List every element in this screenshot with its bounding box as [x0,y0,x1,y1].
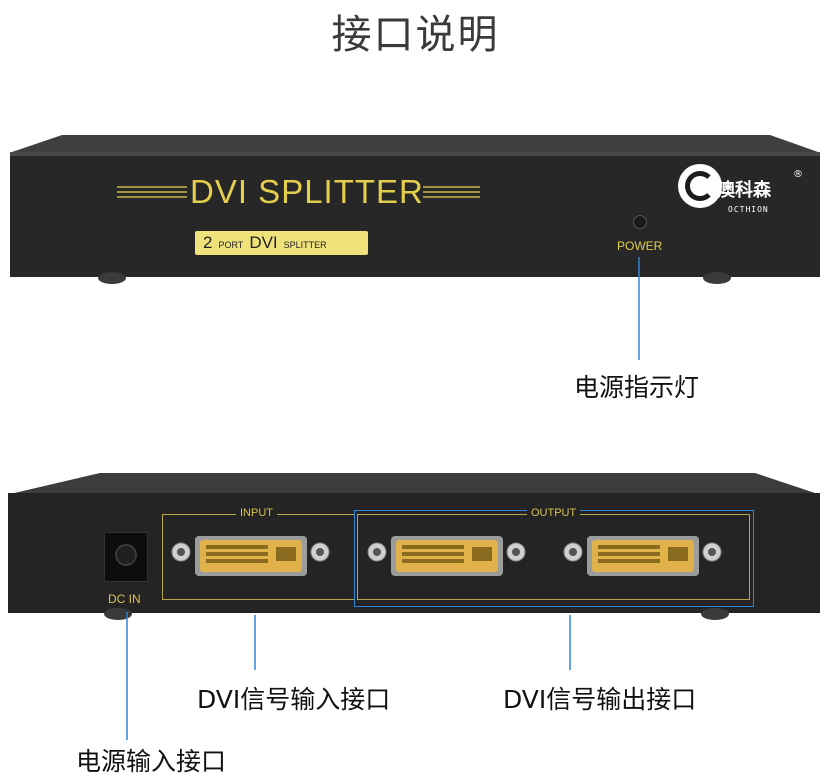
front-brand-text: DVI SPLITTER [190,173,424,210]
logo-text: 澳科森 [717,180,771,201]
power-input-callout: 电源输入接口 [76,747,227,776]
dvi-output-port-1-icon [367,536,526,576]
dc-in-label: DC IN [108,592,141,606]
logo-registered-mark: ® [793,169,803,180]
label-splitter: SPLITTER [283,240,327,250]
power-led-icon [633,215,647,229]
label-dvi: DVI [249,233,278,252]
dvi-output-callout: DVI信号输出接口 [503,685,697,714]
power-indicator-callout: 电源指示灯 [574,373,700,402]
power-indicator-callout-line [638,257,640,360]
label-port: PORT [218,240,244,250]
model-label: 2 PORT DVI SPLITTER [195,231,368,255]
brand-logo-icon [678,164,722,208]
input-label: INPUT [236,507,277,519]
label-number: 2 [203,233,213,252]
front-decor-stripes [117,186,480,198]
page-title: 接口说明 [331,12,500,58]
dvi-input-callout: DVI信号输入接口 [197,685,391,714]
power-label: POWER [617,239,663,253]
dvi-input-port-icon [171,536,330,576]
logo-sub-text: OCTHION [728,205,769,214]
dvi-output-port-2-icon [563,536,722,576]
dc-jack-icon [104,532,148,582]
output-label: OUTPUT [527,507,581,519]
rear-callout-lines [126,612,571,740]
